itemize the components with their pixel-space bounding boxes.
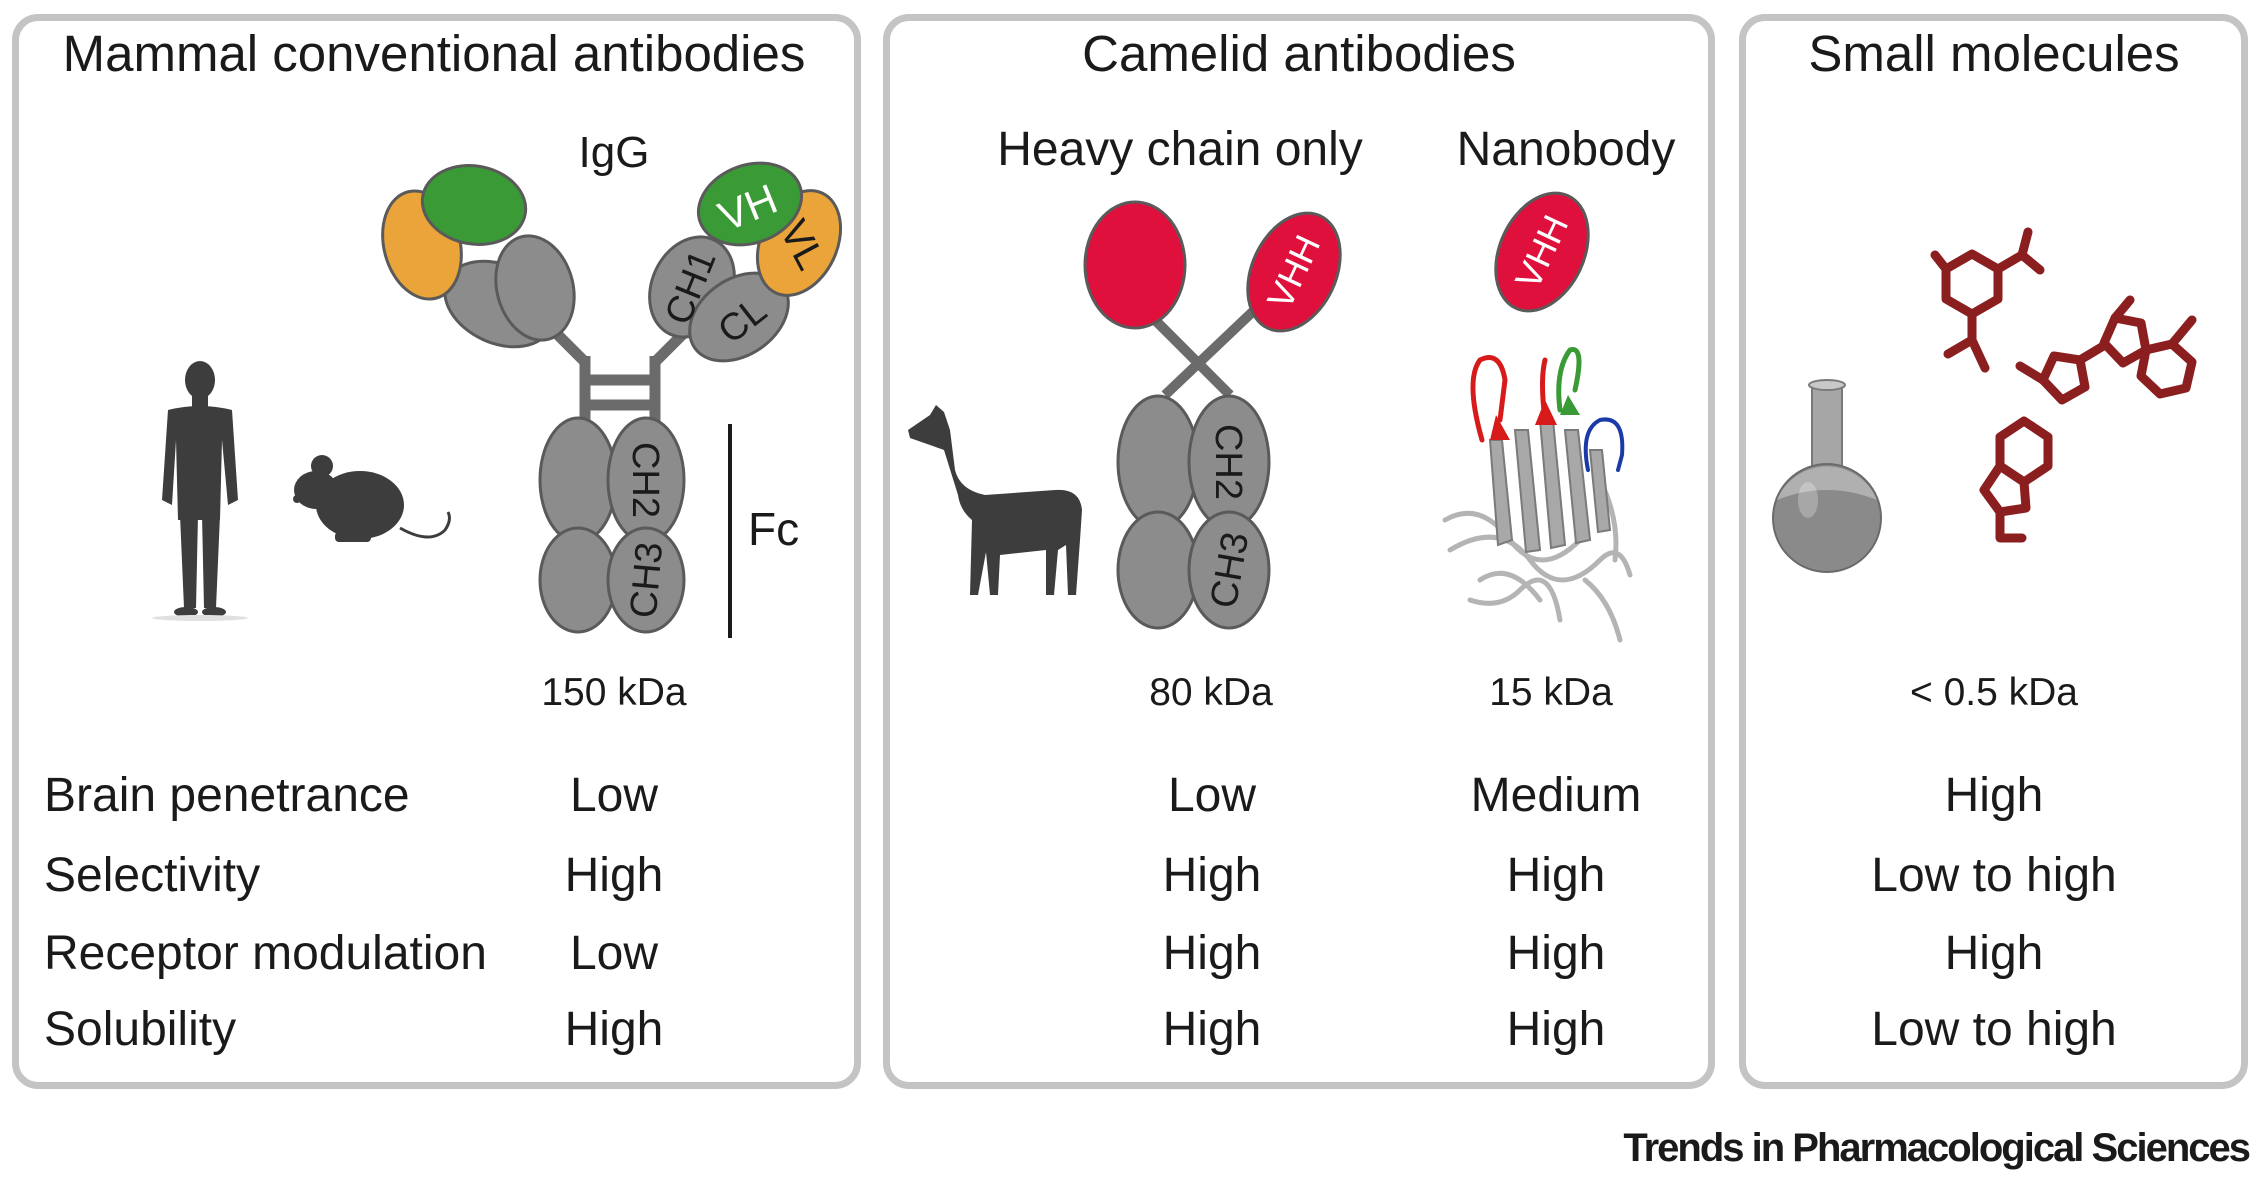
- heavy-chain-receptor-modulation: High: [1162, 927, 1262, 980]
- nanobody-ribbon-structure: [1442, 347, 1633, 643]
- mouse-silhouette-icon: [293, 455, 451, 542]
- small-selectivity: Low to high: [1871, 849, 2117, 902]
- heavy-chain-selectivity: High: [1162, 849, 1262, 902]
- camelid-panel-title: Camelid antibodies: [1082, 25, 1516, 82]
- human-silhouette-icon: [152, 361, 248, 621]
- small-molecules-panel-title: Small molecules: [1808, 25, 2180, 82]
- journal-footer: Trends in Pharmacological Sciences: [1623, 1126, 2251, 1170]
- nanobody-diagram: VHH: [1494, 191, 1590, 313]
- igg-size: 150 kDa: [541, 671, 687, 714]
- nanobody-selectivity: High: [1506, 849, 1606, 902]
- nanobody-size: 15 kDa: [1489, 671, 1613, 714]
- small-receptor-modulation: High: [1944, 927, 2044, 980]
- mammal-solubility: High: [564, 1003, 664, 1056]
- igg-subtitle: IgG: [578, 128, 650, 177]
- label-ch2: CH2: [624, 442, 666, 518]
- small-solubility: Low to high: [1871, 1003, 2117, 1056]
- round-bottom-flask-icon: [1772, 379, 1882, 573]
- row-label-receptor-modulation: Receptor modulation: [44, 927, 487, 980]
- heavy-chain-size: 80 kDa: [1149, 671, 1273, 714]
- nanobody-receptor-modulation: High: [1506, 927, 1606, 980]
- heavy-chain-solubility: High: [1162, 1003, 1262, 1056]
- llama-silhouette-icon: [908, 405, 1082, 595]
- heavy-chain-brain-penetrance: Low: [1167, 769, 1257, 822]
- row-label-selectivity: Selectivity: [44, 849, 261, 902]
- row-label-solubility: Solubility: [44, 1003, 237, 1056]
- nanobody-brain-penetrance: Medium: [1470, 769, 1642, 822]
- mammal-receptor-modulation: Low: [569, 927, 659, 980]
- small-molecules-size: < 0.5 kDa: [1909, 671, 2079, 714]
- mammal-selectivity: High: [564, 849, 664, 902]
- igg-antibody-diagram: VH VL CH1 CL CH2 CH3 Fc: [381, 161, 843, 638]
- mammal-panel-title: Mammal conventional antibodies: [62, 25, 806, 82]
- row-label-brain-penetrance: Brain penetrance: [44, 769, 410, 822]
- label-ch2-heavy: CH2: [1207, 424, 1249, 500]
- small-brain-penetrance: High: [1944, 769, 2044, 822]
- label-fc: Fc: [748, 503, 799, 555]
- heavy-chain-subtitle: Heavy chain only: [997, 123, 1363, 176]
- mammal-brain-penetrance: Low: [569, 769, 659, 822]
- nanobody-solubility: High: [1506, 1003, 1606, 1056]
- chemical-structure-icons: [1930, 227, 2197, 543]
- nanobody-subtitle: Nanobody: [1456, 123, 1676, 176]
- heavy-chain-antibody-diagram: VHH CH2 CH3: [1083, 200, 1342, 630]
- label-ch3: CH3: [623, 540, 671, 619]
